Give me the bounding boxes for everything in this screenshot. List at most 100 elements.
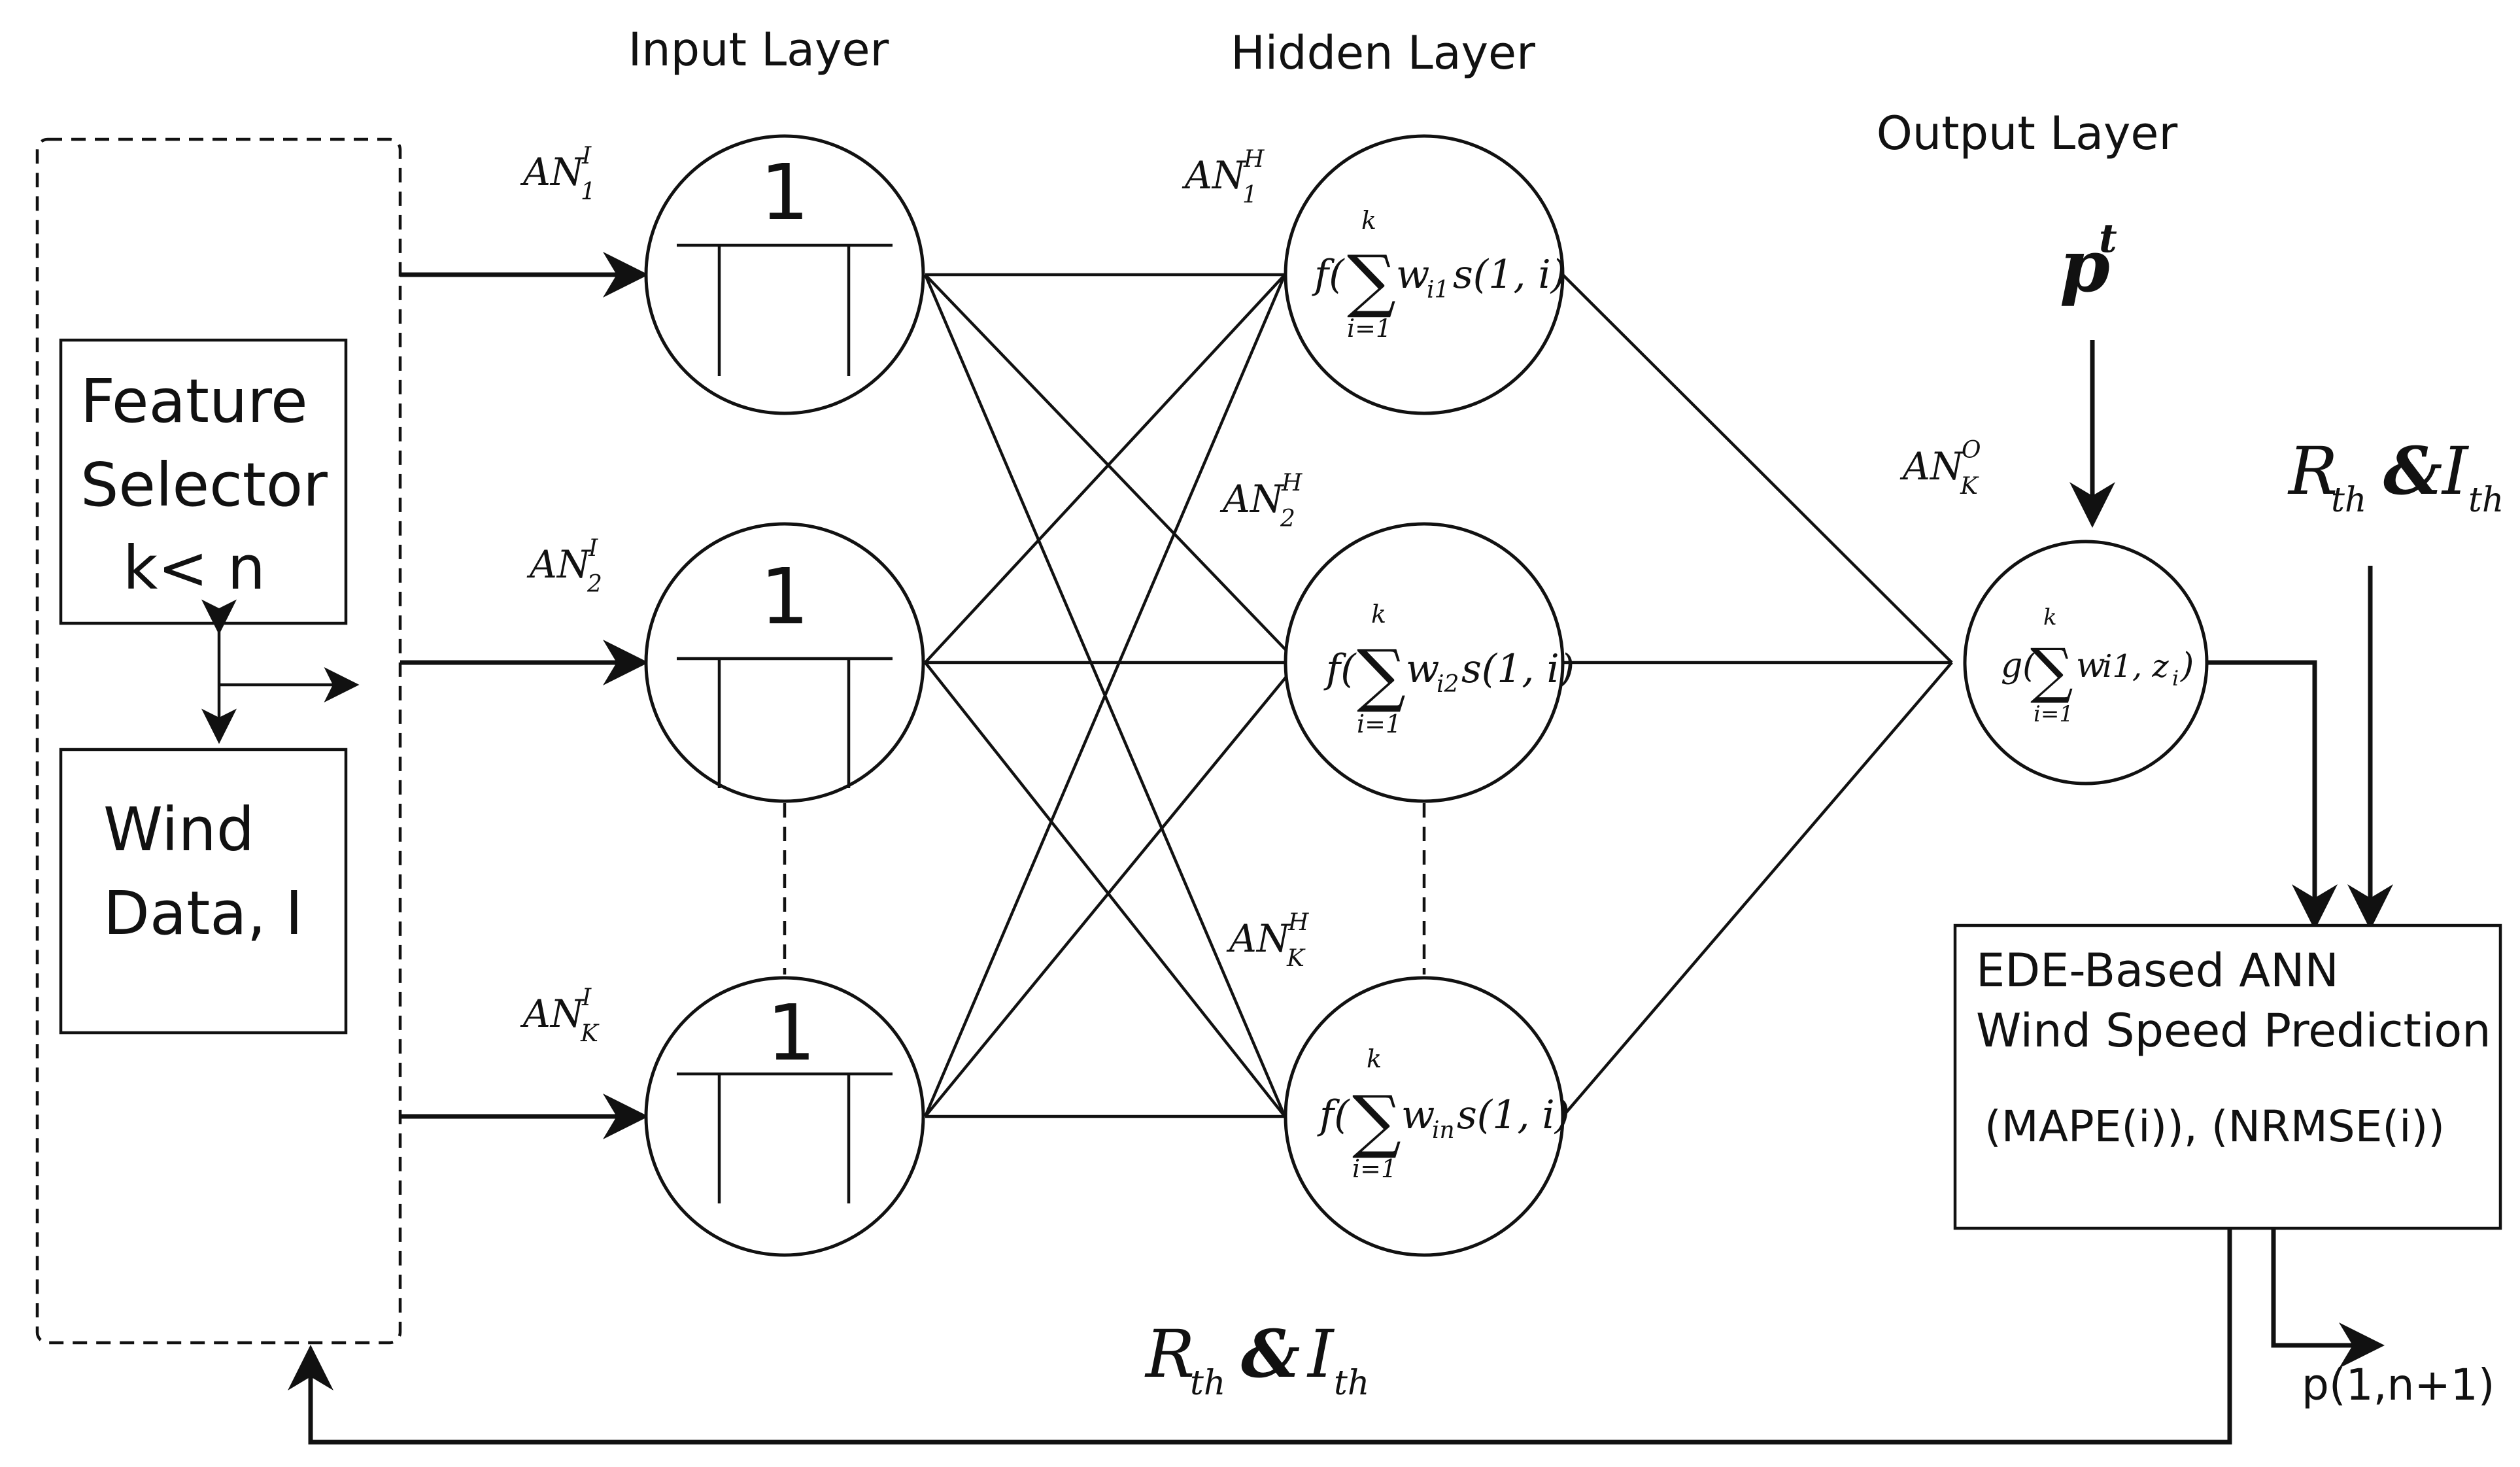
- feature-selector-line-1: Feature: [80, 366, 308, 436]
- svg-text:w: w: [1401, 1092, 1435, 1138]
- feedback-loop-arrow: [288, 1228, 2232, 1445]
- output-node-label: AN O K: [1899, 437, 1981, 500]
- svg-text:f(: f(: [1312, 252, 1345, 298]
- svg-text:∑: ∑: [1347, 241, 1396, 320]
- input-node-2-label: AN I 2: [526, 535, 602, 598]
- svg-text:g(: g(: [2001, 646, 2037, 685]
- output-to-prediction-arrow: [2207, 660, 2338, 930]
- hidden-layer-title: Hidden Layer: [1231, 26, 1535, 80]
- svg-text:&: &: [2383, 432, 2442, 509]
- input-layer-title: Input Layer: [628, 23, 889, 77]
- wind-data-line-1: Wind: [103, 795, 254, 865]
- wind-data-box: Wind Data, I: [59, 748, 348, 1035]
- rth-ith-threshold-top: R th & I th: [2287, 432, 2504, 930]
- svg-text:th: th: [1190, 1364, 1225, 1403]
- wind-data-line-2: Data, I: [103, 878, 303, 948]
- input-node-1: 1: [644, 134, 925, 415]
- svg-text:s(1, i): s(1, i): [1461, 646, 1575, 692]
- svg-text:th: th: [2468, 481, 2504, 520]
- svg-text:AN: AN: [1182, 153, 1247, 198]
- svg-text:AN: AN: [520, 150, 585, 194]
- svg-text:H: H: [1243, 146, 1265, 173]
- hidden-node-1-label: AN H 1: [1182, 146, 1265, 209]
- feature-selector-line-3: k< n: [123, 533, 265, 603]
- rth-ith-threshold-bottom: R th & I th: [1144, 1315, 1369, 1403]
- svg-text:∑: ∑: [1357, 635, 1406, 715]
- prediction-output-label: p(1,n+1): [2302, 1360, 2495, 1410]
- svg-text:1: 1: [1242, 182, 1257, 209]
- svg-text:&: &: [1241, 1315, 1300, 1392]
- svg-text:in: in: [1432, 1117, 1455, 1144]
- svg-text:k: k: [2043, 604, 2057, 630]
- svg-text:∑: ∑: [1352, 1081, 1401, 1161]
- input-node-2: 1: [644, 522, 925, 803]
- svg-text:∑: ∑: [2030, 636, 2073, 706]
- svg-text:i2: i2: [1437, 671, 1459, 698]
- svg-text:w: w: [1406, 646, 1439, 692]
- prediction-box-line-3: (MAPE(i)), (NRMSE(i)): [1984, 1101, 2445, 1152]
- svg-text:i: i: [2172, 666, 2179, 691]
- svg-text:2: 2: [1280, 506, 1295, 532]
- output-node: g( ∑ k i=1 w i1, z i ): [1963, 540, 2209, 785]
- svg-text:s(1, i): s(1, i): [1453, 252, 1566, 298]
- svg-text:th: th: [1334, 1364, 1369, 1403]
- svg-text:i=1: i=1: [1357, 710, 1401, 738]
- input-node-1-label: AN I 1: [520, 143, 596, 205]
- svg-text:AN: AN: [520, 992, 585, 1036]
- hidden-node-2: f( ∑ k i=1 w i2 s(1, i): [1284, 522, 1575, 803]
- prediction-box-line-2: Wind Speed Prediction: [1976, 1004, 2491, 1058]
- svg-text:i=1: i=1: [2034, 701, 2073, 727]
- svg-text:k: k: [1361, 206, 1376, 235]
- svg-text:t: t: [2099, 216, 2117, 262]
- svg-text:AN: AN: [1899, 444, 1965, 489]
- input-node-k: 1: [644, 976, 925, 1257]
- svg-text:i1: i1: [1427, 277, 1449, 303]
- svg-text:H: H: [1281, 470, 1303, 496]
- hidden-node-k: f( ∑ k i=1 w in s(1, i): [1284, 976, 1570, 1257]
- svg-text:th: th: [2331, 481, 2366, 520]
- svg-text:w: w: [2076, 646, 2105, 685]
- hidden-node-1: f( ∑ k i=1 w i1 s(1, i): [1284, 134, 1566, 415]
- svg-text:i1, z: i1, z: [2102, 648, 2169, 685]
- svg-text:AN: AN: [1226, 916, 1291, 961]
- svg-text:AN: AN: [526, 542, 592, 587]
- svg-text:2: 2: [587, 571, 602, 598]
- prediction-output-arrow: [2271, 1228, 2385, 1368]
- input-node-k-label: AN I K: [520, 984, 600, 1047]
- svg-text:K: K: [580, 1020, 600, 1047]
- input-node-2-number: 1: [760, 551, 809, 642]
- svg-text:H: H: [1287, 909, 1309, 936]
- svg-text:AN: AN: [1219, 477, 1285, 521]
- pt-input: p t: [2060, 216, 2117, 528]
- hidden-node-k-label: AN H K: [1226, 909, 1309, 972]
- svg-text:I: I: [588, 535, 598, 562]
- svg-text:s(1, i): s(1, i): [1457, 1092, 1570, 1138]
- feature-selector-box: Feature Selector k< n: [59, 338, 348, 625]
- svg-text:1: 1: [581, 179, 596, 205]
- svg-text:K: K: [1960, 473, 1979, 500]
- svg-text:I: I: [581, 984, 592, 1011]
- feature-selector-line-2: Selector: [80, 450, 328, 520]
- svg-text:R: R: [2287, 433, 2338, 509]
- svg-text:k: k: [1371, 600, 1386, 629]
- hidden-node-2-label: AN H 2: [1219, 470, 1303, 532]
- input-hidden-connections: [923, 273, 1299, 1118]
- svg-text:I: I: [1306, 1316, 1335, 1392]
- svg-text:I: I: [2441, 433, 2470, 509]
- svg-text:): ): [2180, 646, 2194, 685]
- svg-text:K: K: [1286, 945, 1306, 972]
- svg-text:w: w: [1396, 252, 1429, 298]
- svg-text:I: I: [581, 143, 592, 169]
- svg-text:O: O: [1962, 437, 1981, 464]
- svg-text:f(: f(: [1323, 646, 1357, 692]
- hidden-output-connections: [1561, 273, 1953, 1118]
- svg-text:k: k: [1367, 1044, 1382, 1073]
- svg-text:f(: f(: [1317, 1092, 1350, 1138]
- output-layer-title: Output Layer: [1877, 107, 2178, 160]
- input-node-k-number: 1: [766, 988, 815, 1078]
- svg-text:R: R: [1144, 1316, 1195, 1392]
- input-node-1-number: 1: [760, 147, 809, 237]
- prediction-box-line-1: EDE-Based ANN: [1976, 944, 2339, 997]
- svg-text:i=1: i=1: [1347, 314, 1391, 343]
